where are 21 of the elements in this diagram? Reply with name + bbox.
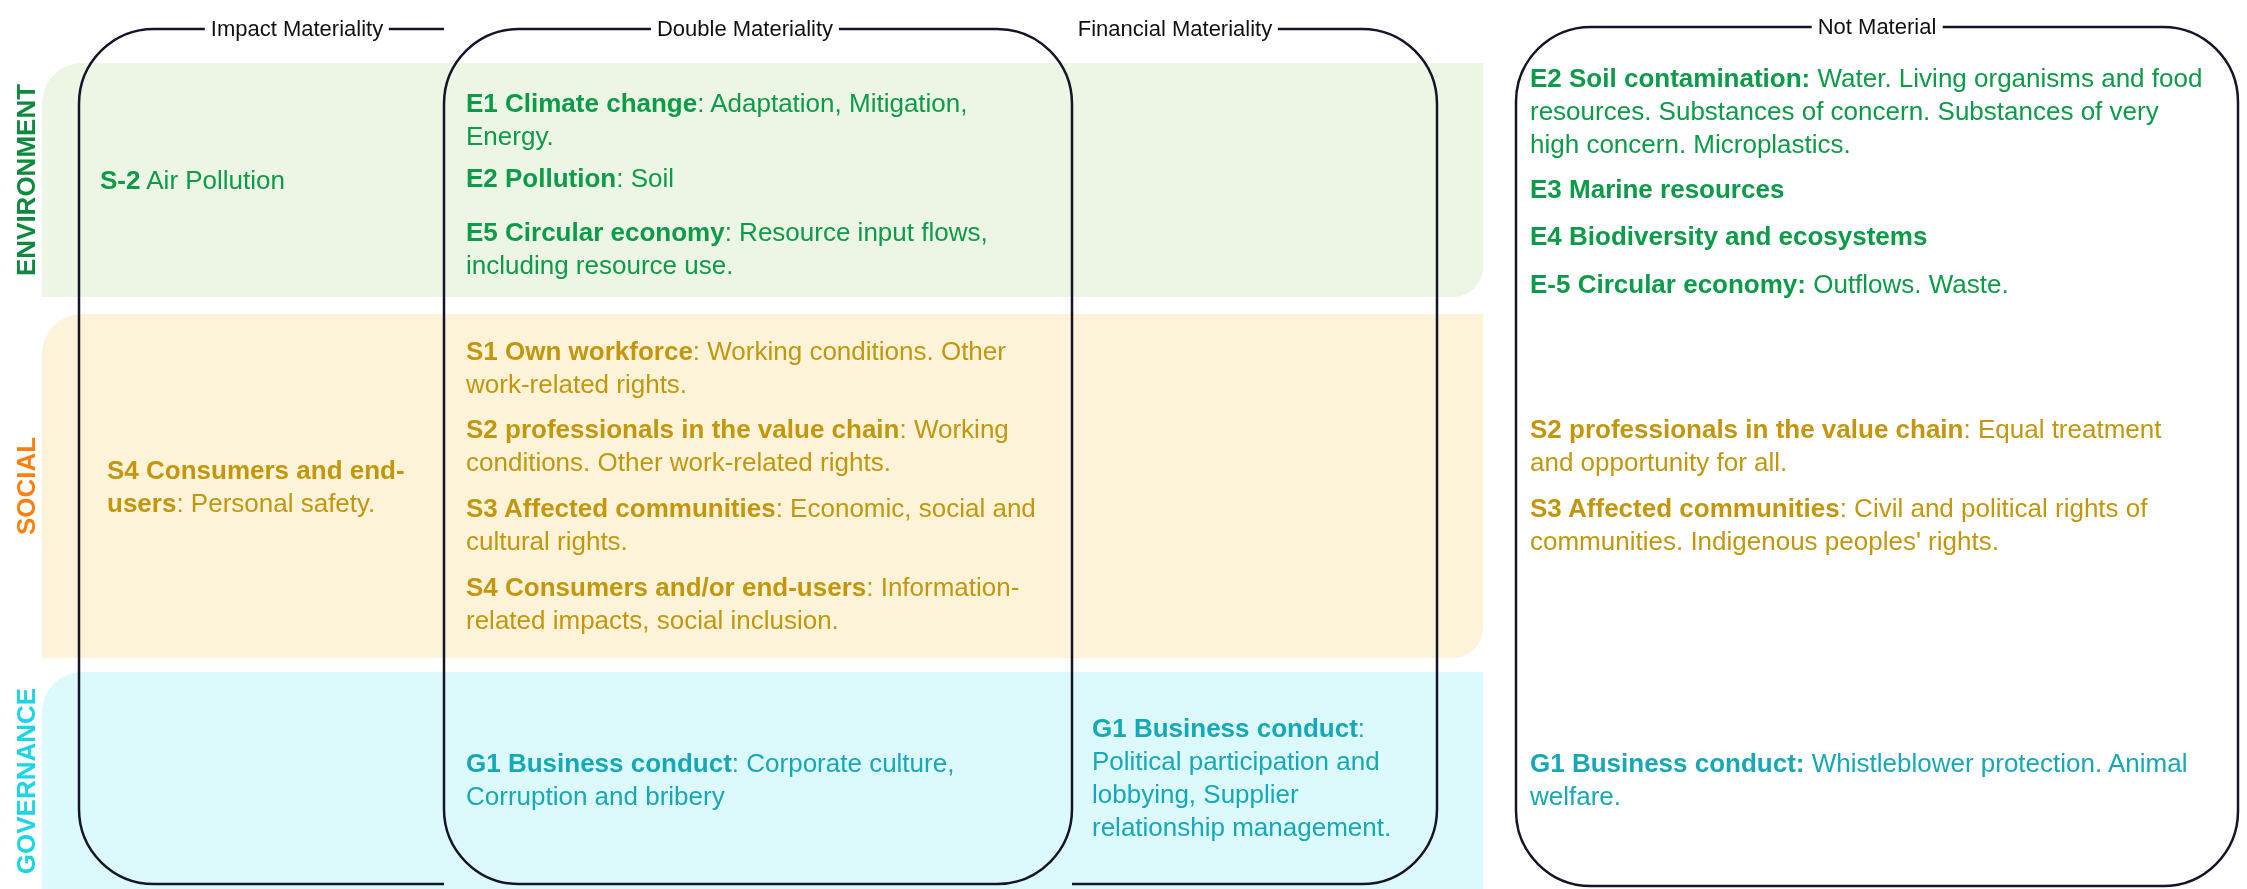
topic-text: E-5 Circular economy: Outflows. Waste.: [1530, 268, 2010, 301]
topic-text: S3 Affected communities: Civil and political rights of communities. Indigenous peoples' rights.: [1530, 492, 2149, 558]
topic-text: S3 Affected communities: Economic, social and cultural rights.: [466, 492, 1037, 558]
topic-text: G1 Business conduct: Political participation and lobbying, Supplier relationship management.: [1092, 712, 1393, 844]
topic-text: S4 Consumers and/or end-users: Information-related impacts, social inclusion.: [466, 571, 1021, 637]
topic-text: S2 professionals in the value chain: Working conditions. Other work-related rights.: [466, 413, 1010, 479]
topic-text: S-2 Air Pollution: [100, 164, 286, 197]
topic-text: E3 Marine resources: [1530, 173, 1786, 206]
topic-text: E4 Biodiversity and ecosystems: [1530, 220, 1929, 253]
topic-text: S4 Consumers and end-users: Personal safety.: [107, 454, 406, 520]
topic-text: G1 Business conduct: Corporate culture, Corruption and bribery: [466, 747, 956, 813]
topic-text: S2 professionals in the value chain: Equal treatment and opportunity for all.: [1530, 413, 2163, 479]
topic-text: G1 Business conduct: Whistleblower protection. Animal welfare.: [1530, 747, 2189, 813]
topic-text: S1 Own workforce: Working conditions. Other work-related rights.: [466, 335, 1007, 401]
topic-text: E1 Climate change: Adaptation, Mitigation, Energy.: [466, 87, 969, 153]
topic-text: E5 Circular economy: Resource input flows, including resource use.: [466, 216, 989, 282]
topic-text: E2 Soil contamination: Water. Living organisms and food resources. Substances of concern. Substances of very high concern. Microplastics.: [1530, 62, 2204, 161]
category-label: SOCIAL: [10, 436, 42, 536]
topic-text: E2 Pollution: Soil: [466, 162, 676, 195]
category-label: GOVERNANCE: [10, 687, 42, 874]
category-label: ENVIRONMENT: [10, 83, 42, 277]
